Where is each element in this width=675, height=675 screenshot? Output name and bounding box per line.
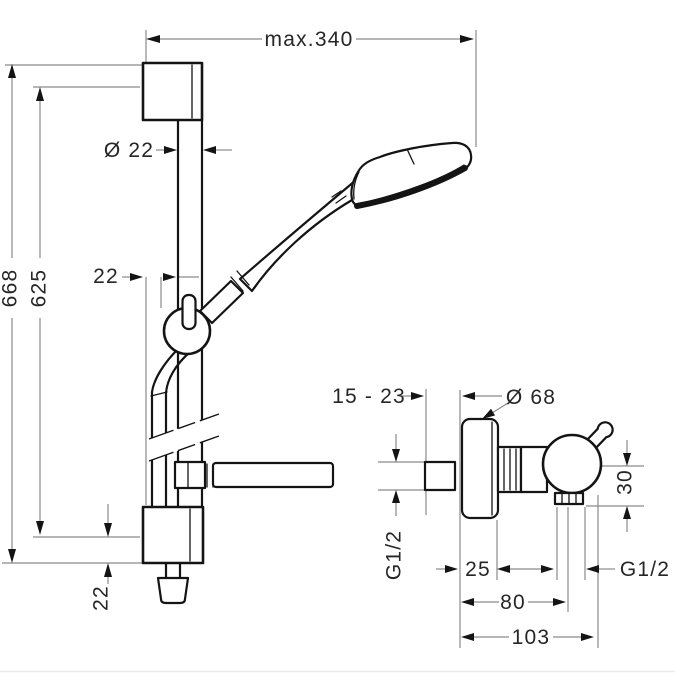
dim-max-reach: max.340 [146,28,474,51]
extension-lines [0,30,675,673]
bottom-bracket [141,505,205,565]
dim-escutcheon-diameter-label: Ø 68 [506,386,556,409]
dim-overall-height: 668 [0,64,22,563]
shower-rail-figure [141,61,473,605]
dim-hose-clearance-label: 22 [93,265,119,288]
shower-hose [150,347,192,509]
dim-escutcheon-depth-label: 25 [465,558,491,581]
dim-outlet-distance: 80 [461,591,566,614]
dim-bar-length: 625 [28,87,51,535]
soap-shelf [173,460,335,490]
slider-release-pin [181,293,197,331]
wall-bar [176,118,204,509]
mixer-escutcheon [460,417,500,520]
mixer-threaded-section [496,445,523,494]
dim-bar-diameter-label: Ø 22 [104,139,154,162]
dim-escutcheon-diameter: Ø 68 [482,386,556,419]
dim-wall-distance-range-label: 15 - 23 [332,385,406,408]
dim-overall-depth: 103 [461,626,594,649]
mixer-figure [423,417,614,520]
dim-outlet-thread-label: G1/2 [620,558,670,581]
dim-bottom-offset-label: 22 [90,585,113,611]
dim-inlet-thread: G1/2 [383,449,406,580]
mixer-lever-knob [586,421,614,450]
dim-outlet-distance-label: 80 [500,591,526,614]
dim-bar-length-label: 625 [28,269,51,308]
hose-connector [156,561,190,605]
dim-wall-distance-range: 15 - 23 [332,385,475,408]
dim-bottom-offset: 22 [90,523,113,611]
dim-outlet-drop-label: 30 [614,469,637,495]
dim-overall-depth-label: 103 [512,626,551,649]
mixer-handle [541,433,603,495]
mixer-outlet [553,491,585,506]
bar-break-marks [148,413,220,462]
dim-escutcheon-depth: 25 [445,558,510,581]
dim-overall-height-label: 668 [0,269,22,308]
dim-inlet-thread-label: G1/2 [383,530,406,580]
mixer-inlet-connection [423,460,457,492]
dim-hose-clearance: 22 [93,265,176,288]
dim-outlet-thread: G1/2 [541,558,670,581]
dim-max-reach-label: max.340 [265,28,354,51]
top-bracket [141,61,204,122]
dim-outlet-drop: 30 [614,453,637,519]
dim-bar-diameter: Ø 22 [104,139,216,162]
hand-shower-head [350,141,473,209]
